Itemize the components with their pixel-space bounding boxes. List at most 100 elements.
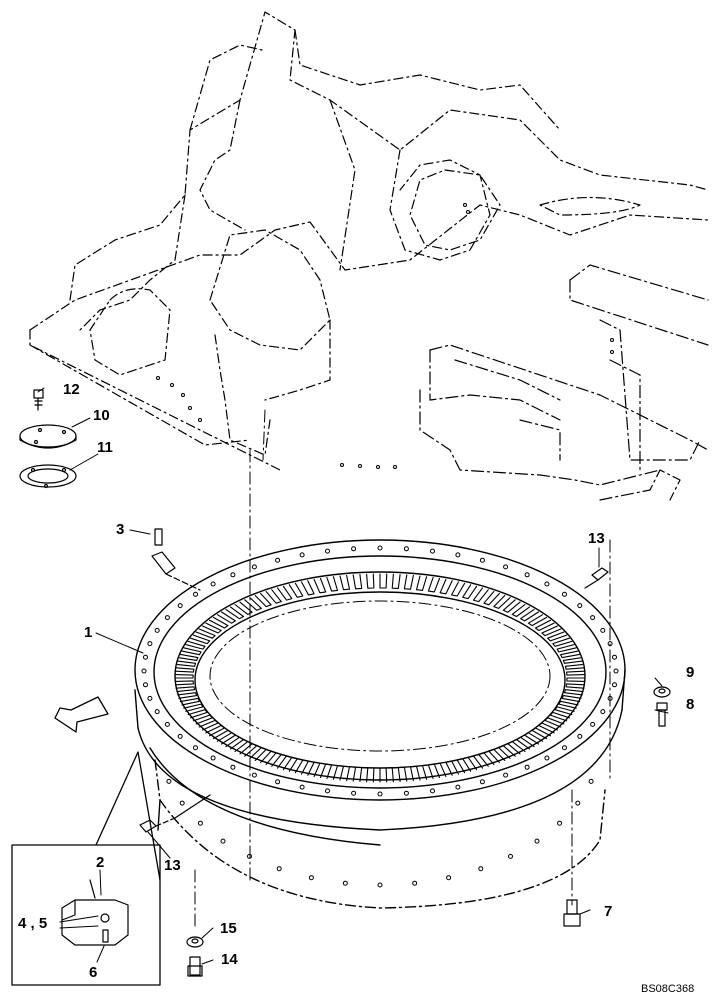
gear-tooth — [319, 763, 333, 780]
bolt-hole — [177, 603, 183, 609]
bolt-hole — [562, 591, 567, 597]
bolt-hole — [342, 880, 348, 886]
gear-tooth — [538, 722, 559, 734]
gear-tooth — [346, 766, 357, 782]
gear-tooth — [271, 753, 288, 769]
gear-tooth — [488, 748, 506, 764]
callout-12: 12 — [63, 381, 80, 398]
bolt-hole — [299, 784, 305, 790]
gear-tooth — [515, 736, 535, 750]
gear-tooth — [220, 734, 240, 748]
gear-tooth — [511, 603, 531, 618]
gear-tooth — [212, 729, 233, 742]
bolt-hole — [325, 548, 330, 554]
gear-tooth — [339, 574, 351, 591]
callout-6: 6 — [89, 964, 98, 981]
gear-tooth — [174, 674, 194, 679]
bolt-hole — [455, 552, 461, 558]
washer-15 — [186, 936, 204, 948]
gear-tooth — [265, 589, 282, 604]
gear-tooth — [313, 577, 327, 594]
bolt-hole — [575, 800, 581, 806]
bolt-hole — [612, 654, 617, 660]
gear-tooth — [478, 752, 495, 767]
gear-tooth — [300, 580, 315, 596]
bolt-hole — [403, 546, 409, 552]
gear-tooth — [208, 616, 229, 629]
bolt-hole — [577, 733, 583, 739]
gear-tooth — [451, 581, 466, 597]
gear-tooth — [547, 631, 568, 642]
bolt-hole — [524, 572, 530, 578]
gear-tooth — [282, 756, 298, 772]
bolt-hole — [141, 668, 147, 674]
right-frame-outline — [419, 264, 709, 501]
gear-tooth — [174, 667, 195, 673]
gear-tooth — [229, 738, 249, 753]
gear-tooth — [409, 765, 421, 782]
bolt-hole — [600, 627, 606, 633]
grease-fitting-13-upper — [584, 567, 609, 589]
gear-tooth — [565, 683, 586, 689]
bolt-7 — [563, 899, 581, 927]
gear-tooth — [176, 660, 197, 667]
bolt-hole — [147, 641, 153, 647]
callout-13-upper: 13 — [588, 530, 605, 547]
gear-tooth — [179, 697, 200, 706]
gear-tooth — [391, 573, 401, 589]
gear-tooth — [216, 611, 236, 624]
gear-tooth — [190, 634, 211, 645]
bolt-hole — [612, 682, 617, 688]
gear-tooth — [379, 573, 388, 589]
gear-tooth — [560, 650, 581, 659]
gear-tooth — [552, 637, 573, 647]
gear-tooth — [498, 745, 516, 759]
bolt-hole — [544, 581, 550, 587]
bolt-hole — [562, 745, 567, 751]
frame-holes — [156, 203, 614, 469]
gear-tooth — [456, 758, 472, 774]
gear-tooth — [558, 700, 579, 709]
gear-tooth — [198, 719, 219, 731]
callout-9: 9 — [686, 664, 695, 681]
gear-tooth — [549, 711, 570, 722]
bolt-hole — [478, 866, 484, 872]
detail-inset-frame — [11, 751, 161, 986]
gear-tooth — [359, 767, 369, 783]
callout-7: 7 — [604, 903, 613, 920]
gear-tooth — [385, 767, 394, 783]
gear-tooth — [195, 628, 216, 639]
gear-tooth — [177, 692, 198, 699]
gear-tooth — [544, 717, 565, 728]
bolt-hole — [230, 572, 236, 578]
gear-tooth — [564, 663, 585, 670]
gear-tooth — [187, 709, 208, 719]
gear-tooth — [174, 680, 194, 686]
gear-tooth — [520, 608, 540, 622]
bolt-hole — [193, 591, 198, 597]
gear-tooth — [502, 599, 521, 613]
gear-tooth — [554, 706, 575, 716]
center-lines — [194, 409, 611, 931]
gear-tooth — [397, 766, 408, 783]
bolt-hole — [430, 788, 435, 794]
gear-tooth — [483, 590, 500, 606]
gear-tooth — [307, 761, 321, 778]
callout-2: 2 — [96, 854, 105, 871]
drawing-code: BS08C368 — [641, 983, 695, 995]
bolt-hole — [524, 764, 530, 770]
gear-tooth — [372, 767, 381, 783]
callout-3: 3 — [116, 521, 125, 538]
gear-tooth — [332, 765, 345, 781]
bolt-hole — [154, 627, 160, 633]
bolt-hole — [430, 548, 435, 554]
gear-tooth — [566, 670, 586, 676]
gear-tooth — [178, 653, 199, 661]
bolt-hole — [299, 552, 305, 558]
gear-tooth — [562, 657, 583, 664]
gear-tooth — [493, 594, 511, 609]
bolt-hole — [503, 772, 509, 778]
bolt-hole — [600, 709, 606, 715]
ring-bolt-holes — [141, 545, 619, 888]
gear-tooth — [225, 606, 245, 620]
